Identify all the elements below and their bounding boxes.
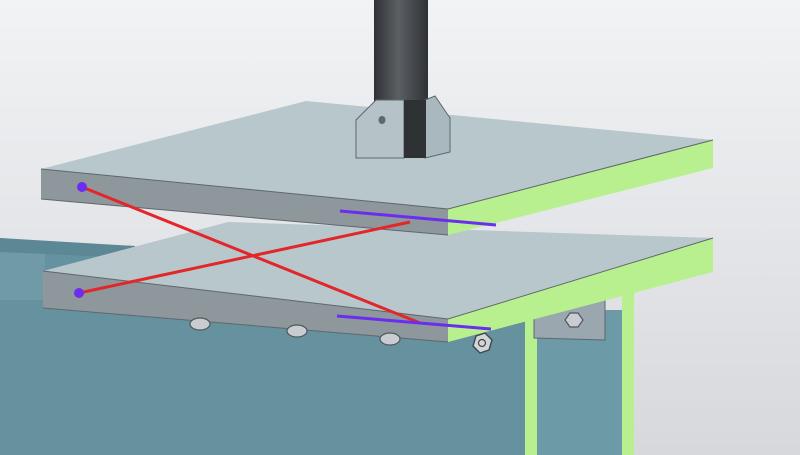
bolt-row <box>189 317 493 354</box>
bolt-head-icon <box>286 324 308 338</box>
hex-nut-icon <box>472 332 493 354</box>
pin-hole-icon <box>378 116 386 124</box>
cable-b <box>78 220 411 295</box>
frame-post-edge-right <box>622 292 634 455</box>
hex-nut-icon <box>564 312 584 328</box>
anchor-point-icon[interactable] <box>77 182 87 192</box>
crossed-cables <box>74 182 497 331</box>
frame-post-edge-left <box>525 310 537 455</box>
actuator-rod <box>355 0 451 159</box>
bolt-head-icon <box>379 332 401 346</box>
lower-plate <box>42 222 714 343</box>
rail-marker-lower <box>336 314 492 331</box>
anchor-point-icon[interactable] <box>74 288 84 298</box>
rail-marker-upper <box>339 209 497 227</box>
bolt-head-icon <box>189 317 211 331</box>
